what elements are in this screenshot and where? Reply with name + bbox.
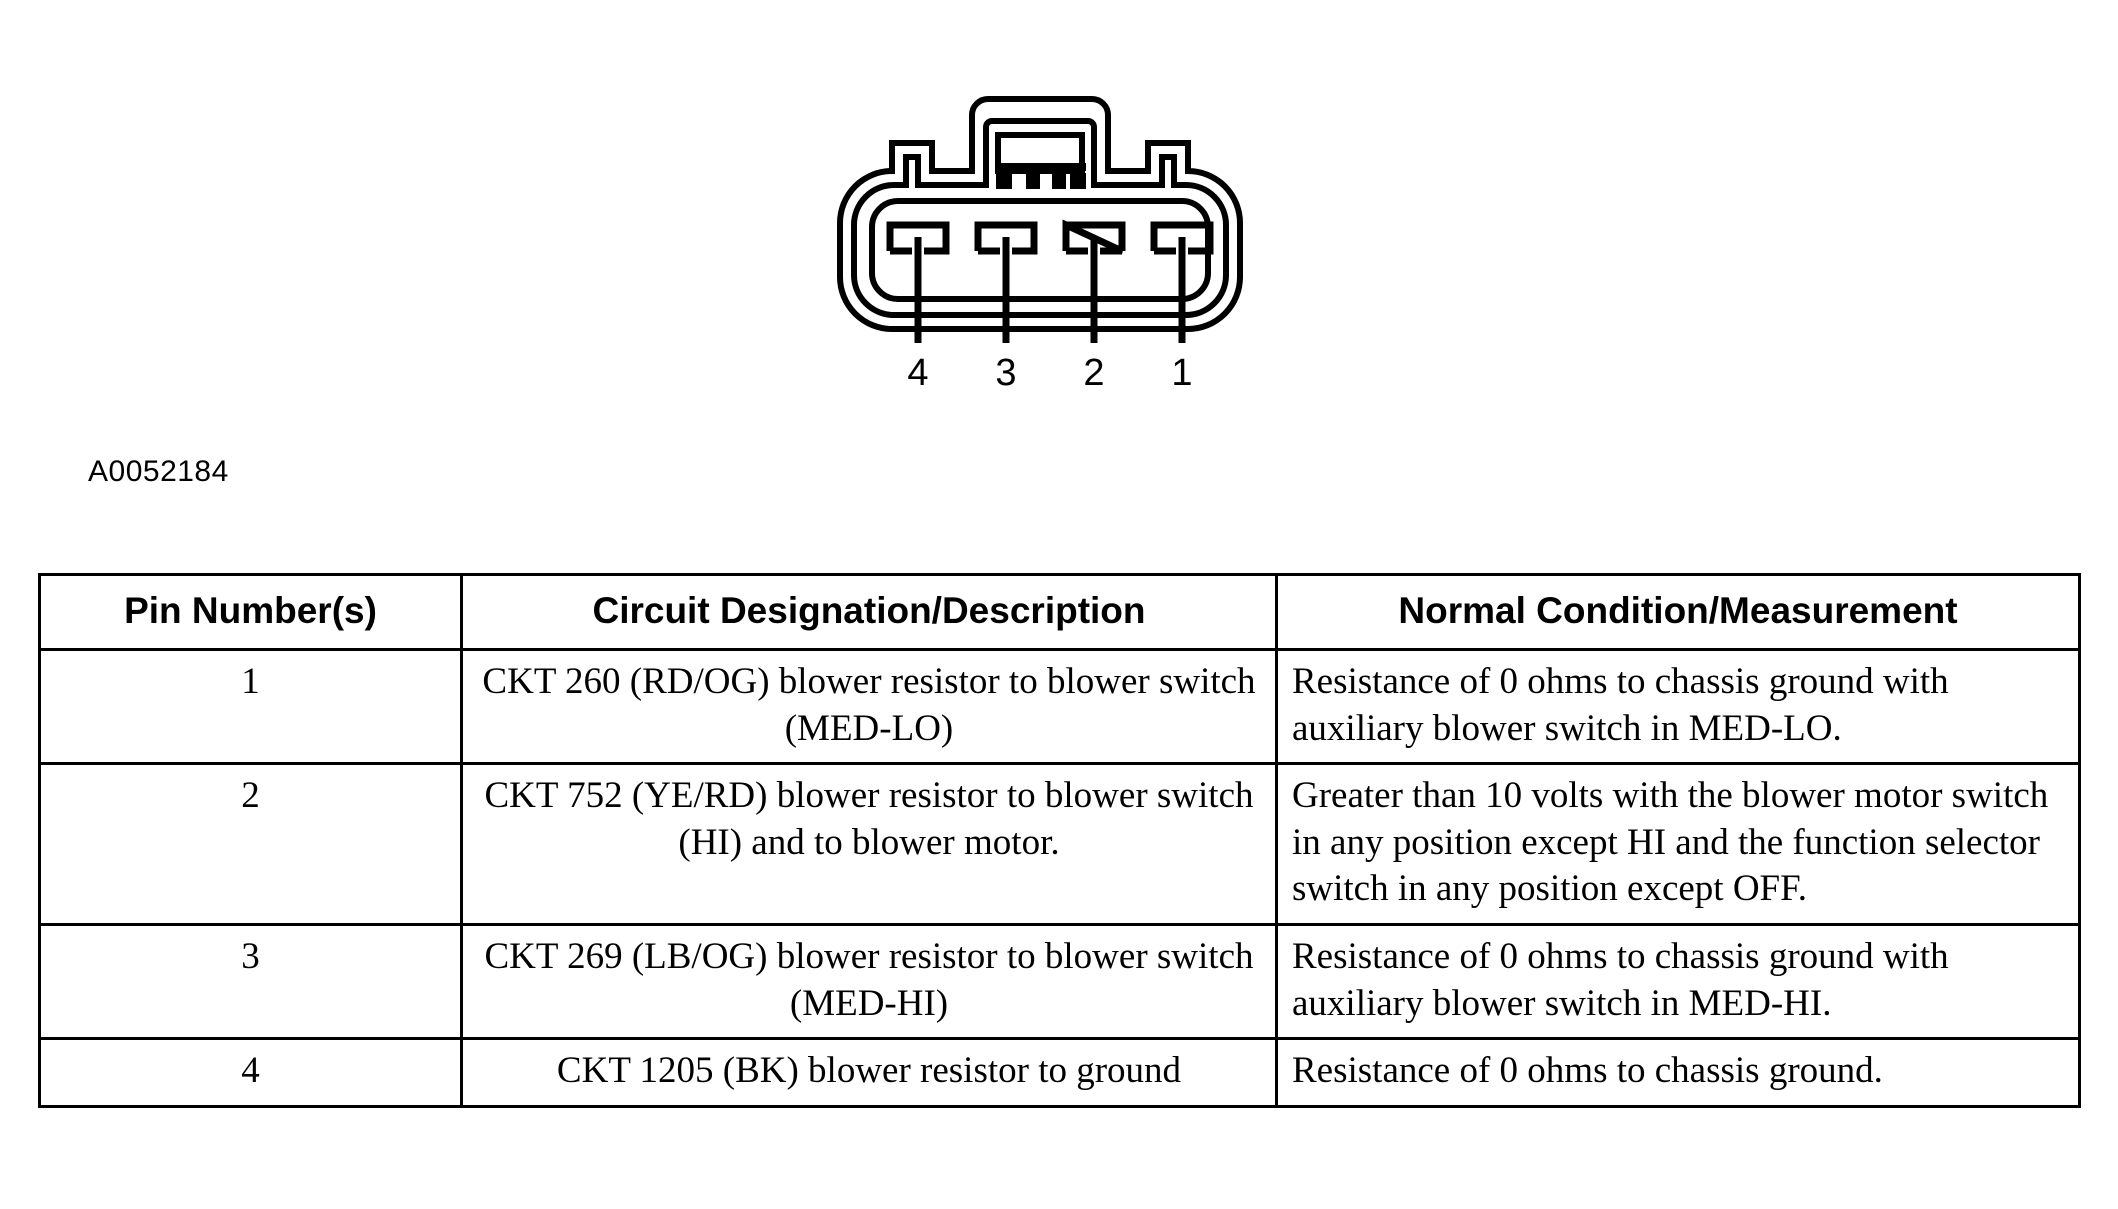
column-header-normal-condition: Normal Condition/Measurement xyxy=(1275,573,2081,651)
cell-circuit-description: CKT 1205 (BK) blower resistor to ground xyxy=(460,1037,1278,1108)
terminal-blade-4 xyxy=(886,221,950,255)
cell-pin-number: 3 xyxy=(38,923,463,1041)
pin-callout-3: 3 xyxy=(995,352,1016,394)
column-header-pin-number: Pin Number(s) xyxy=(38,573,463,651)
leader-lines-group xyxy=(914,237,1186,343)
column-header-circuit-designation: Circuit Designation/Description xyxy=(460,573,1278,651)
cell-pin-number: 1 xyxy=(38,647,463,766)
terminal-blade-2-top xyxy=(1066,221,1126,251)
cell-pin-number: 4 xyxy=(38,1037,463,1108)
pin-table-head: Pin Number(s) Circuit Designation/Descri… xyxy=(38,573,2081,651)
cell-pin-number: 2 xyxy=(38,762,463,927)
pin-table-body: 1 CKT 260 (RD/OG) blower resistor to blo… xyxy=(38,647,2081,1108)
connector-inner-shell xyxy=(851,118,1229,318)
cell-normal-condition: Greater than 10 volts with the blower mo… xyxy=(1275,762,2081,927)
cell-circuit-description: CKT 752 (YE/RD) blower resistor to blowe… xyxy=(460,762,1278,927)
pin-callout-1: 1 xyxy=(1171,352,1192,394)
pin-callout-2: 2 xyxy=(1083,352,1104,394)
table-header-row: Pin Number(s) Circuit Designation/Descri… xyxy=(38,573,2081,651)
connector-diagram: 4 3 2 1 xyxy=(820,55,1280,415)
terminal-blades-group xyxy=(886,219,1214,255)
pin-callout-group: 4 3 2 1 xyxy=(907,352,1192,394)
latch-base-bar xyxy=(996,163,1086,171)
figure-id-label: A0052184 xyxy=(88,455,229,488)
pin-table-container: Pin Number(s) Circuit Designation/Descri… xyxy=(38,573,2081,1108)
latch-post-3 xyxy=(1052,173,1066,189)
connector-outline-group xyxy=(837,96,1243,332)
connector-svg: 4 3 2 1 xyxy=(837,96,1243,394)
pin-table: Pin Number(s) Circuit Designation/Descri… xyxy=(38,573,2081,1108)
latch-post-4 xyxy=(1070,173,1086,189)
pin-callout-4: 4 xyxy=(907,352,928,394)
cell-normal-condition: Resistance of 0 ohms to chassis ground w… xyxy=(1275,923,2081,1041)
cell-circuit-description: CKT 269 (LB/OG) blower resistor to blowe… xyxy=(460,923,1278,1041)
terminal-blade-3 xyxy=(974,221,1038,255)
latch-post-1 xyxy=(996,173,1012,189)
latch-post-group xyxy=(996,163,1086,189)
cell-normal-condition: Resistance of 0 ohms to chassis ground w… xyxy=(1275,647,2081,766)
terminal-cavity-frame xyxy=(869,198,1211,302)
latch-post-2 xyxy=(1026,173,1040,189)
cell-circuit-description: CKT 260 (RD/OG) blower resistor to blowe… xyxy=(460,647,1278,766)
cell-normal-condition: Resistance of 0 ohms to chassis ground. xyxy=(1275,1037,2081,1108)
terminal-blade-1 xyxy=(1150,221,1214,255)
table-row: 1 CKT 260 (RD/OG) blower resistor to blo… xyxy=(38,647,2081,766)
table-row: 2 CKT 752 (YE/RD) blower resistor to blo… xyxy=(38,762,2081,927)
table-row: 3 CKT 269 (LB/OG) blower resistor to blo… xyxy=(38,923,2081,1041)
connector-outer-shell xyxy=(837,96,1243,332)
table-row: 4 CKT 1205 (BK) blower resistor to groun… xyxy=(38,1037,2081,1108)
